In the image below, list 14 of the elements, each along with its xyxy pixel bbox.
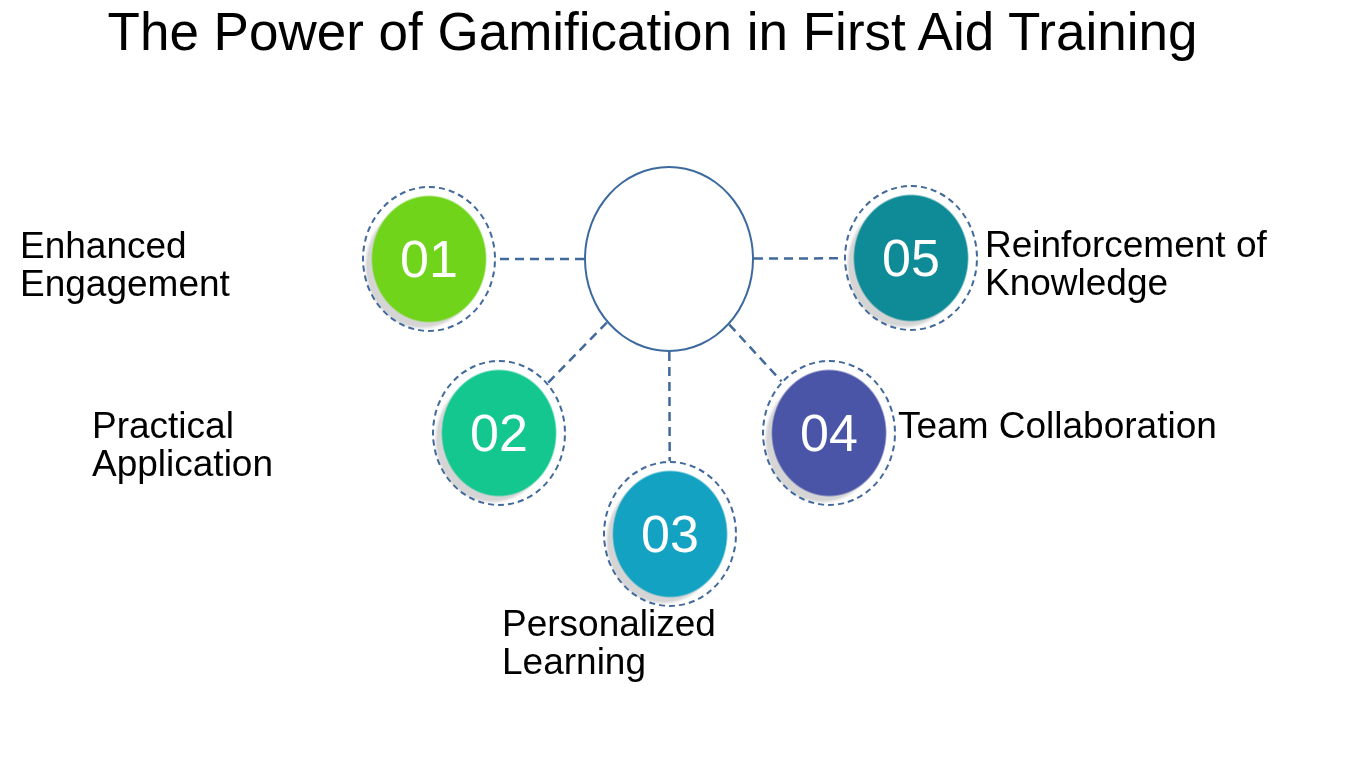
connector-line bbox=[546, 321, 608, 384]
step-label: Personalized Learning bbox=[502, 605, 717, 681]
connector-line bbox=[728, 323, 783, 383]
step-label: Practical Application bbox=[92, 407, 274, 483]
step-label: Enhanced Engagement bbox=[20, 227, 231, 303]
step-label: Reinforcement of Knowledge bbox=[985, 226, 1268, 302]
step-number: 02 bbox=[470, 405, 528, 461]
step-number: 04 bbox=[800, 405, 858, 461]
connector-line bbox=[668, 352, 671, 461]
step-number: 01 bbox=[400, 231, 458, 287]
step-number: 03 bbox=[641, 506, 699, 562]
step-label: Team Collaboration bbox=[898, 407, 1218, 445]
title: The Power of Gamification in First Aid Training bbox=[106, 1, 1199, 63]
step-number: 05 bbox=[882, 230, 940, 286]
